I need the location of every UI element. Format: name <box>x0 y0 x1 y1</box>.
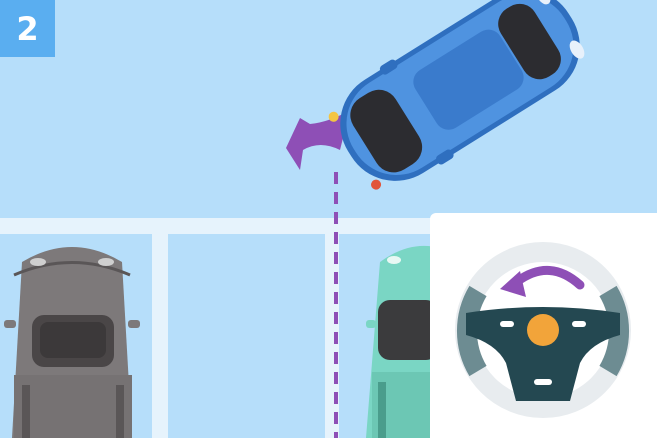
parked-car-left <box>4 247 140 438</box>
active-car <box>328 0 585 190</box>
steering-wheel-panel <box>430 213 657 438</box>
parked-car-right <box>366 245 440 438</box>
step-number-badge: 2 <box>0 0 55 57</box>
steering-wheel-icon <box>455 242 631 418</box>
curved-arrow-icon <box>286 110 350 170</box>
step-badge-background <box>0 0 55 57</box>
turn-counterclockwise-arrow-icon <box>513 265 585 290</box>
step-number: 2 <box>16 9 39 48</box>
